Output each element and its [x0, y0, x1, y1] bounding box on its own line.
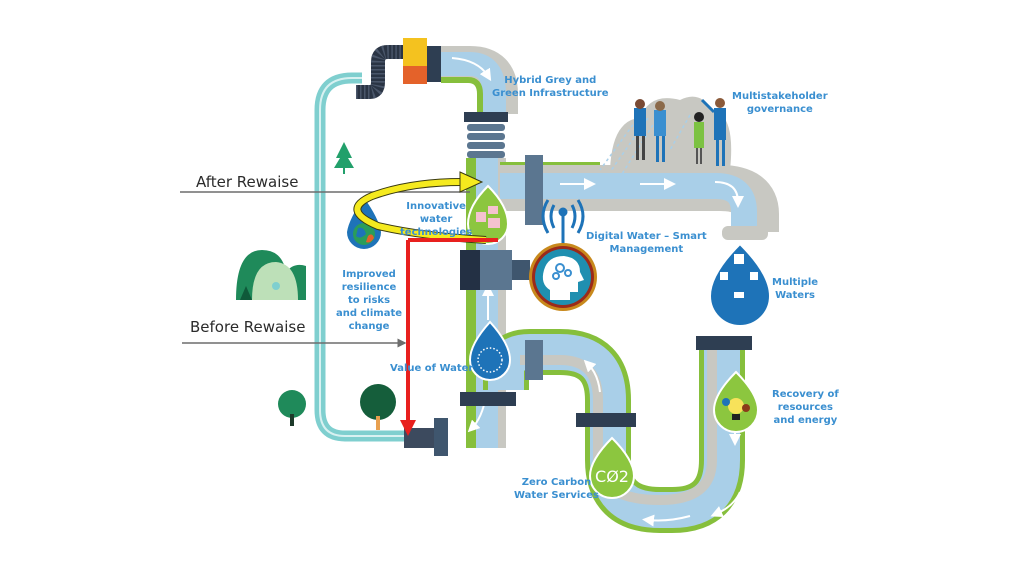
- label-digital-line2: Management: [609, 244, 684, 255]
- label-recovery: Recovery of resources and energy: [772, 388, 839, 427]
- teal-return-pipe: [314, 72, 420, 442]
- label-multistakeholder-line2: governance: [746, 104, 813, 115]
- label-multiple-waters: Multiple Waters: [772, 276, 818, 302]
- label-hybrid-line2: Green Infrastructure: [492, 88, 609, 99]
- label-multistakeholder-line1: Multistakeholder: [732, 91, 828, 102]
- hex-nut: [403, 38, 441, 84]
- label-innovative-line3: technologies: [400, 227, 473, 238]
- hills-icon: [236, 250, 306, 300]
- label-hybrid: Hybrid Grey and Green Infrastructure: [492, 74, 609, 100]
- label-resilience-line4: and climate: [336, 308, 403, 319]
- value-of-water-drop-icon: [468, 320, 512, 381]
- label-resilience-line3: to risks: [347, 295, 391, 306]
- corrugated-hose: [356, 45, 410, 99]
- label-resilience: Improved resilience to risks and climate…: [336, 268, 402, 333]
- label-multiple-waters-line2: Waters: [775, 290, 815, 301]
- tree-icon-left: [278, 390, 306, 426]
- stakeholder-people-icon: [634, 98, 726, 166]
- horizontal-pipe: [500, 155, 779, 232]
- label-resilience-line5: change: [348, 321, 390, 332]
- co2-label: CØ2: [595, 467, 629, 486]
- label-recovery-line3: and energy: [773, 415, 838, 426]
- digital-brain-icon: [529, 243, 597, 311]
- label-zero-carbon-line2: Water Services: [514, 490, 599, 501]
- multiple-waters-drop-icon: [708, 242, 772, 327]
- label-zero-carbon: Zero Carbon Water Services: [514, 476, 599, 502]
- red-arrow: [400, 238, 498, 436]
- label-resilience-line2: resilience: [341, 282, 397, 293]
- co2-drop-icon: CØ2: [588, 436, 636, 499]
- label-digital: Digital Water – Smart Management: [586, 230, 707, 256]
- tree-icon-right: [360, 384, 396, 430]
- label-digital-line1: Digital Water – Smart: [586, 231, 707, 242]
- label-innovative: Innovative water technologies: [400, 200, 472, 239]
- label-recovery-line2: resources: [777, 402, 833, 413]
- label-zero-carbon-line1: Zero Carbon: [521, 477, 592, 488]
- after-rewaise-label: After Rewaise: [196, 173, 299, 191]
- innovative-tech-drop-icon: [466, 184, 510, 245]
- before-rewaise-label: Before Rewaise: [190, 318, 306, 336]
- bottom-coupling: [404, 418, 448, 456]
- recovery-drop-icon: [712, 370, 760, 433]
- label-multiple-waters-line1: Multiple: [772, 277, 819, 288]
- stakeholders-cloud: [599, 96, 732, 175]
- label-innovative-line1: Innovative: [406, 201, 466, 212]
- label-multistakeholder: Multistakeholder governance: [732, 90, 828, 116]
- hybrid-pipe: [441, 46, 518, 114]
- pipe-joint-middle: [460, 250, 530, 290]
- threaded-coupling: [464, 112, 508, 158]
- label-innovative-line2: water: [419, 214, 453, 225]
- faucet-outlet: [722, 226, 768, 240]
- pine-tree-icon: [334, 142, 354, 174]
- yellow-curved-arrow: [353, 171, 487, 244]
- wifi-signal-icon: [541, 199, 585, 248]
- label-recovery-line1: Recovery of: [772, 389, 839, 400]
- resilience-drop-icon: [344, 194, 384, 251]
- label-value-of-water: Value of Water: [390, 363, 474, 374]
- label-resilience-line1: Improved: [342, 269, 396, 280]
- label-hybrid-line1: Hybrid Grey and: [504, 75, 597, 86]
